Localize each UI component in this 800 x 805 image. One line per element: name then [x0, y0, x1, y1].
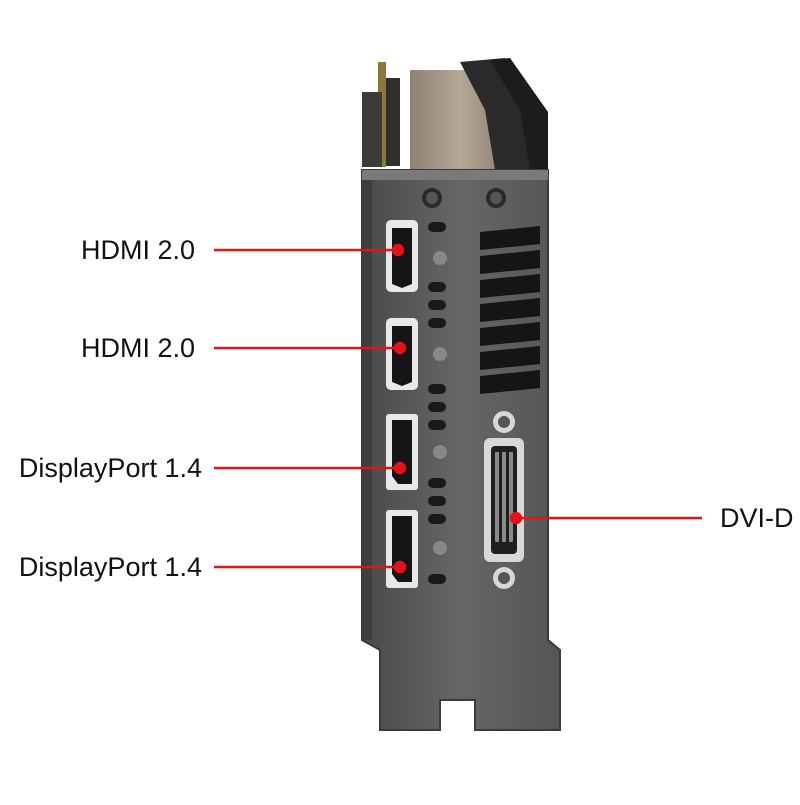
- leader-dot-dp-2: [393, 560, 407, 574]
- hdmi-port-2: [386, 318, 418, 390]
- callout-label-displayport-2: DisplayPort 1.4: [18, 552, 202, 582]
- displayport-port-1: [386, 414, 418, 490]
- leader-lines: [214, 243, 702, 574]
- callout-label-dvi-d: DVI-D: [720, 503, 794, 533]
- callout-label-hdmi-1: HDMI 2.0: [80, 235, 195, 265]
- vent-slots-small: [428, 222, 446, 584]
- bracket-screws: [422, 188, 506, 555]
- callout-label-hdmi-2: HDMI 2.0: [80, 333, 195, 363]
- leader-dot-dvi: [509, 511, 523, 525]
- leader-dot-dp-1: [393, 461, 407, 475]
- callout-label-displayport-1: DisplayPort 1.4: [18, 453, 202, 483]
- displayport-port-2: [386, 510, 418, 588]
- dvi-d-port: [484, 411, 524, 589]
- leader-dot-hdmi-2: [393, 341, 407, 355]
- leader-dot-hdmi-1: [391, 243, 405, 257]
- vent-slots-large: [480, 226, 540, 394]
- heatsink-top: [362, 58, 548, 170]
- hdmi-port-1: [386, 220, 418, 292]
